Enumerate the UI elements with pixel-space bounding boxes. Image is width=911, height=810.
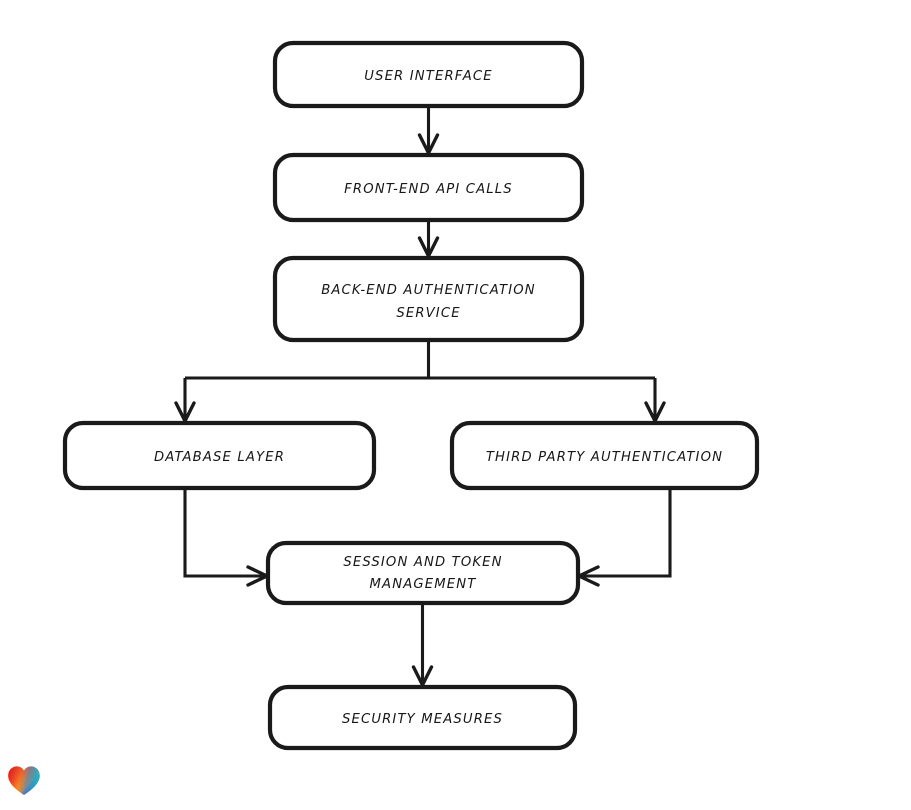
node-session-and-token-management-label-line1: SESSION AND TOKEN [343, 555, 502, 570]
node-user-interface-shape[interactable] [272, 40, 585, 109]
node-security-measures[interactable]: SECURITY MEASURES [267, 684, 578, 751]
node-session-and-token-management-label-line2: MANAGEMENT [370, 577, 477, 592]
node-database-layer-label: DATABASE LAYER [154, 450, 285, 465]
node-back-end-authentication-service-label-line1: BACK-END AUTHENTICATION [321, 283, 536, 298]
edge-api-to-backend [417, 220, 440, 258]
edge-ui-to-api [417, 106, 440, 155]
node-security-measures-shape[interactable] [267, 684, 578, 751]
node-third-party-authentication-label: THIRD PARTY AUTHENTICATION [486, 450, 723, 465]
edge-thirdparty-to-session [577, 488, 672, 587]
node-front-end-api-calls-shape[interactable] [272, 152, 585, 223]
heart-icon [8, 766, 40, 796]
node-user-interface[interactable]: USER INTERFACE [272, 40, 585, 109]
node-third-party-authentication[interactable]: THIRD PARTY AUTHENTICATION [449, 420, 760, 491]
node-front-end-api-calls-label: FRONT-END API CALLS [344, 182, 513, 197]
node-front-end-api-calls[interactable]: FRONT-END API CALLS [272, 152, 585, 223]
node-user-interface-label: USER INTERFACE [364, 69, 493, 84]
node-back-end-authentication-service[interactable]: BACK-END AUTHENTICATION SERVICE [272, 255, 585, 343]
node-back-end-authentication-service-shape[interactable] [272, 255, 585, 343]
node-third-party-authentication-shape[interactable] [449, 420, 760, 491]
edge-session-to-security [411, 603, 434, 687]
node-session-and-token-management[interactable]: SESSION AND TOKEN MANAGEMENT [265, 540, 581, 606]
node-back-end-authentication-service-label-line2: SERVICE [396, 306, 460, 321]
node-session-and-token-management-shape[interactable] [265, 540, 581, 606]
edge-database-to-session [183, 488, 269, 587]
node-database-layer[interactable]: DATABASE LAYER [62, 420, 377, 491]
node-security-measures-label: SECURITY MEASURES [342, 712, 503, 727]
node-database-layer-shape[interactable] [62, 420, 377, 491]
edge-backend-fork [183, 340, 657, 418]
